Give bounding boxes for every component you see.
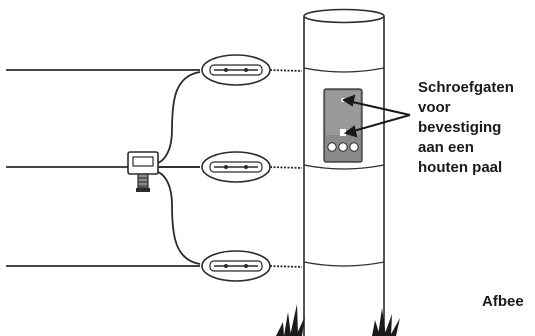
terminal-3-icon — [349, 142, 359, 152]
terminal-1-icon — [327, 142, 337, 152]
grass-right-icon — [372, 308, 400, 336]
insulator-bottom — [201, 250, 271, 282]
callout-arrows — [341, 94, 411, 138]
grass-left-icon — [276, 304, 305, 336]
insulator-top — [201, 54, 271, 86]
insulator-middle — [201, 151, 271, 183]
connection-leads — [157, 71, 201, 265]
wooden-post — [303, 8, 385, 336]
callout-line-4: aan een — [418, 139, 474, 156]
figure-label: Afbee — [482, 293, 524, 310]
callout-line-3: bevestiging — [418, 119, 502, 136]
wire-clamp-icon — [127, 151, 159, 192]
callout-line-5: houten paal — [418, 159, 503, 176]
screw-hole-bottom-icon — [340, 129, 346, 136]
terminal-2-icon — [338, 142, 348, 152]
callout-line-1: Schroefgaten — [418, 79, 514, 96]
callout-line-2: voor — [418, 99, 451, 116]
screw-holes-callout: Schroefgaten voor bevestiging aan een ho… — [418, 78, 535, 178]
